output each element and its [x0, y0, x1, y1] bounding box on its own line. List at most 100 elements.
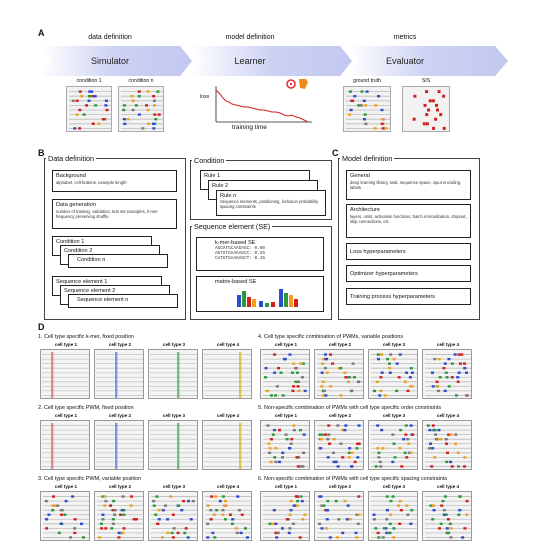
motif-mark: [93, 95, 97, 98]
motif-mark: [292, 362, 296, 365]
motif-mark: [375, 380, 379, 384]
motif-mark: [360, 90, 364, 93]
condition-n-card: Condition n: [68, 254, 168, 268]
motif-mark: [274, 460, 278, 464]
motif-mark: [82, 113, 86, 116]
scenario-title-2: 2. Cell type specific PWM, fixed positio…: [38, 405, 134, 411]
motif-mark: [239, 531, 243, 535]
motif-mark: [209, 518, 213, 521]
background-box: Background alphabet, cell-buttons, examp…: [52, 170, 177, 192]
training-hyperparameters-label: Training process hyperparameters: [350, 294, 435, 300]
motif-mark: [119, 513, 123, 516]
sis-mark: [436, 108, 440, 112]
motif-mark: [379, 389, 383, 393]
motif-mark: [141, 127, 145, 130]
motif-mark: [429, 504, 433, 507]
motif-mark: [453, 442, 457, 445]
data-definition-title: Data definition: [46, 154, 96, 163]
motif-mark: [78, 108, 82, 112]
motif-mark: [91, 122, 95, 125]
matrix-se-box: matrix-based SE: [196, 276, 324, 312]
motif-mark: [147, 122, 151, 125]
condition-1-sequences: [66, 86, 112, 132]
motif-mark: [444, 371, 448, 374]
motif-mark: [237, 508, 241, 512]
cell-type-label-1: cell type 1: [54, 413, 78, 418]
motif-mark: [210, 495, 214, 498]
motif-mark: [212, 513, 216, 516]
motif-mark: [176, 531, 180, 535]
motif-mark: [321, 394, 325, 397]
motif-mark: [445, 460, 449, 464]
motif-mark: [53, 504, 57, 507]
motif-mark: [122, 508, 126, 512]
motif-mark: [347, 456, 351, 459]
motif-mark: [274, 531, 278, 535]
motif-mark: [235, 531, 239, 535]
motif-mark: [234, 527, 238, 530]
motif-mark: [267, 442, 271, 445]
motif-mark: [296, 499, 300, 503]
motif-mark: [447, 433, 451, 436]
motif-mark: [299, 362, 303, 365]
motif-mark: [433, 428, 437, 432]
motif-mark: [439, 522, 443, 526]
motif-mark: [169, 495, 173, 498]
motif-mark: [456, 380, 460, 384]
motif-mark: [409, 366, 413, 370]
motif-mark: [402, 437, 406, 441]
scenario-5-cell-type-1-panel: [260, 420, 310, 470]
motif-mark: [440, 504, 444, 507]
condition-n-label: condition n: [128, 78, 154, 84]
motif-mark: [275, 536, 279, 539]
motif-mark: [388, 522, 392, 526]
motif-mark: [152, 499, 156, 503]
motif-mark: [385, 495, 389, 498]
motif-mark: [145, 104, 149, 107]
motif-mark: [347, 380, 351, 384]
scenario-5-cell-type-2-panel: [314, 420, 364, 470]
motif-mark: [357, 513, 361, 516]
motif-mark: [301, 465, 305, 468]
motif-mark: [281, 451, 285, 455]
motif-mark: [348, 447, 352, 450]
motif-mark: [348, 518, 352, 521]
motif-mark: [383, 394, 387, 397]
motif-mark: [432, 504, 436, 507]
cell-type-label-2: cell type 2: [328, 413, 352, 418]
motif-mark: [350, 389, 354, 393]
loss-hyperparameters-label: Loss hyperparameters: [350, 249, 406, 255]
motif-mark: [156, 90, 160, 93]
motif-mark: [409, 451, 413, 455]
motif-mark: [129, 504, 133, 507]
panel-label-d: D: [38, 322, 45, 332]
motif-mark: [154, 513, 158, 516]
motif-mark: [395, 389, 399, 393]
motif-mark: [98, 536, 102, 539]
motif-mark: [399, 508, 403, 512]
sis-mark: [435, 103, 439, 107]
motif-mark: [91, 95, 95, 98]
motif-mark: [268, 451, 272, 455]
motif-mark: [52, 495, 56, 498]
motif-mark: [221, 495, 225, 498]
motif-mark: [428, 428, 432, 432]
motif-mark: [442, 366, 446, 370]
motif-mark: [392, 536, 396, 539]
motif-mark: [223, 504, 227, 507]
rule-n-title: Rule n: [220, 193, 237, 199]
motif-mark: [130, 495, 134, 498]
sis-mark: [412, 117, 416, 121]
motif-mark: [376, 353, 380, 356]
sis-mark: [423, 103, 427, 107]
motif-mark: [228, 513, 232, 516]
motif-mark: [157, 508, 161, 512]
scenario-4-cell-type-1-panel: [260, 349, 310, 399]
motif-mark: [431, 424, 435, 427]
motif-mark: [132, 518, 136, 521]
motif-mark: [460, 353, 464, 356]
motif-mark: [303, 513, 307, 516]
ground-truth-label: ground truth: [353, 78, 381, 84]
motif-mark: [131, 108, 135, 112]
motif-mark: [206, 522, 210, 526]
